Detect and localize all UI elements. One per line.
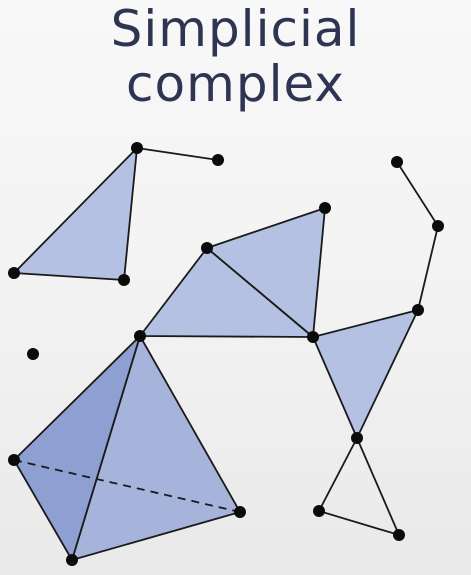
vertex — [313, 505, 325, 517]
path-right — [396, 161, 439, 311]
tetrahedron-left-face — [13, 335, 141, 561]
vertex — [131, 142, 143, 154]
page-title: Simplicial complex — [0, 2, 471, 112]
triangle-center-right — [206, 207, 326, 338]
title-line-2: complex — [126, 55, 345, 113]
vertex — [234, 506, 246, 518]
triangle-top-left — [13, 147, 138, 281]
vertex-isolated — [27, 348, 39, 360]
edge-top-left — [136, 147, 219, 161]
vertex — [118, 274, 130, 286]
vertex — [201, 242, 213, 254]
edges-bottom-right — [317, 437, 401, 537]
vertex — [307, 331, 319, 343]
vertex — [391, 156, 403, 168]
vertex — [432, 220, 444, 232]
vertex — [351, 432, 363, 444]
vertex — [212, 154, 224, 166]
vertex — [8, 267, 20, 279]
vertex — [319, 202, 331, 214]
vertex — [412, 304, 424, 316]
tetrahedron-hidden-edge — [13, 459, 241, 513]
vertex — [8, 454, 20, 466]
vertex — [393, 529, 405, 541]
title-line-1: Simplicial — [110, 0, 361, 58]
triangle-right — [312, 309, 419, 439]
vertex — [66, 554, 78, 566]
vertex — [134, 330, 146, 342]
